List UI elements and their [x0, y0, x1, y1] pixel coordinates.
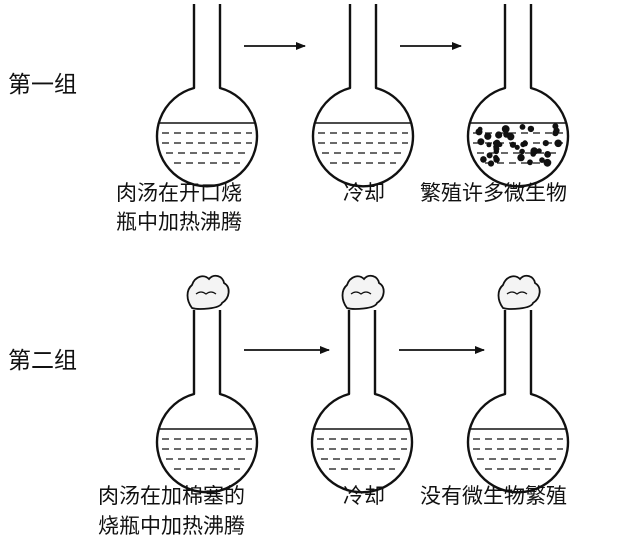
microbe-dot — [527, 125, 535, 133]
cotton-plug-2 — [341, 274, 385, 310]
microbe-dot — [544, 151, 551, 158]
group2-flask-3 — [466, 308, 570, 494]
cotton-plug-3 — [497, 274, 541, 310]
microbe-dot — [503, 131, 510, 138]
microbe-dot — [552, 123, 559, 130]
group1-caption-1a: 肉汤在开口烧 — [116, 181, 242, 205]
microbe-dots — [475, 123, 562, 167]
group1-caption-3: 繁殖许多微生物 — [420, 181, 567, 205]
group1-caption-2: 冷却 — [343, 181, 385, 205]
group2-flask-1 — [155, 308, 259, 494]
microbe-dot — [493, 154, 499, 161]
group1-flask-1 — [155, 2, 259, 188]
group1-caption-1b: 瓶中加热沸腾 — [116, 210, 242, 234]
group1-flask-2 — [311, 2, 415, 188]
microbe-dot — [493, 145, 500, 152]
microbe-dot — [486, 142, 492, 148]
group2-flask-2 — [310, 308, 414, 494]
cotton-plug-1 — [186, 274, 230, 310]
microbe-dot — [509, 141, 516, 148]
microbe-dot — [527, 159, 533, 166]
microbe-dot — [554, 139, 562, 148]
microbe-dot — [519, 124, 526, 130]
group1-label: 第一组 — [8, 72, 77, 98]
microbe-dot — [477, 138, 485, 146]
microbe-dot — [487, 160, 495, 167]
microbe-dot — [517, 153, 525, 162]
group2-caption-3: 没有微生物繁殖 — [420, 484, 567, 508]
microbe-dot — [539, 157, 545, 163]
group2-label: 第二组 — [8, 348, 77, 374]
group2-caption-2: 冷却 — [343, 484, 385, 508]
group2-caption-1a: 肉汤在加棉塞的 — [98, 484, 245, 508]
microbe-dot — [552, 130, 559, 137]
microbe-dot — [495, 131, 503, 139]
group2-caption-1b: 烧瓶中加热沸腾 — [98, 514, 245, 538]
microbe-dot — [530, 147, 538, 155]
microbe-dot — [514, 144, 520, 150]
microbe-dot — [497, 142, 503, 148]
microbe-dot — [501, 125, 510, 133]
microbe-dot — [543, 158, 552, 167]
microbe-dot — [480, 156, 487, 163]
microbe-dot — [522, 141, 528, 147]
microbe-dot — [477, 126, 483, 132]
microbe-dot — [486, 152, 493, 159]
microbe-dot — [542, 140, 549, 147]
microbe-dot — [484, 132, 492, 140]
microbe-dot — [519, 148, 525, 155]
microbe-dot — [492, 140, 498, 146]
microbe-dot — [536, 148, 542, 154]
